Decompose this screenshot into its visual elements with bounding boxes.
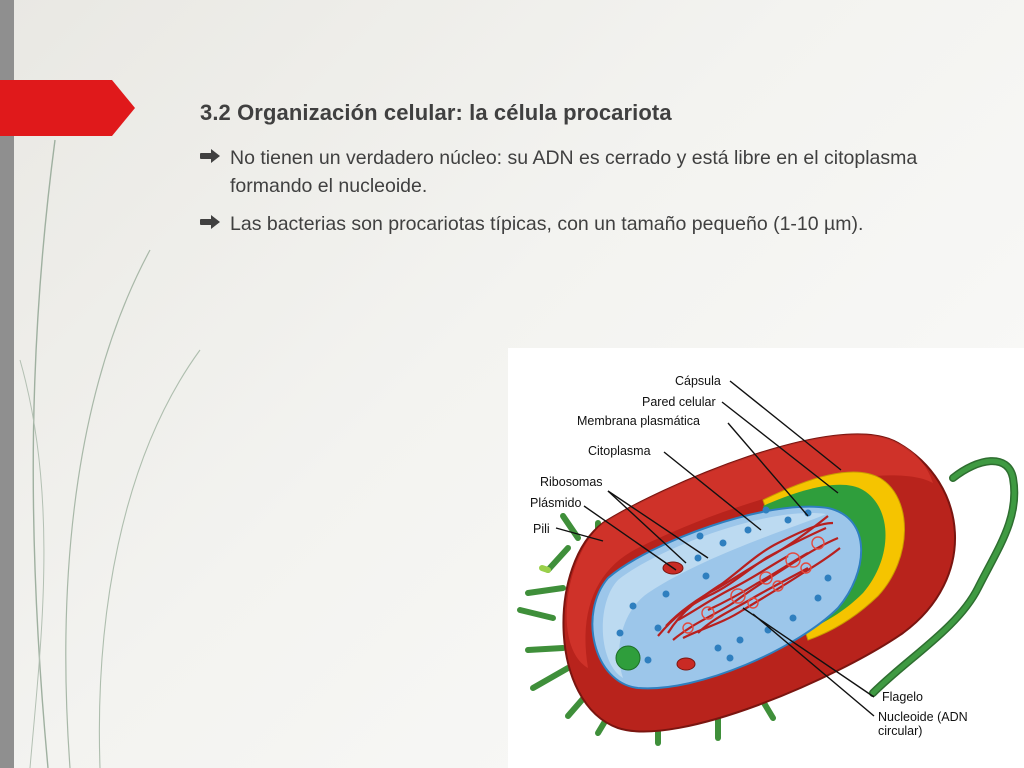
label-capsula: Cápsula: [675, 374, 721, 388]
label-pili: Pili: [533, 522, 550, 536]
bullet-text: Las bacterias son procariotas típicas, c…: [230, 213, 864, 235]
cytoplasm: [591, 505, 863, 690]
label-ribosomas: Ribosomas: [540, 475, 603, 489]
bullet-item: No tienen un verdadero núcleo: su ADN es…: [200, 144, 940, 200]
granule: [615, 645, 641, 671]
label-flagelo: Flagelo: [882, 690, 923, 704]
bullet-list: No tienen un verdadero núcleo: su ADN es…: [200, 144, 940, 248]
bullet-text: No tienen un verdadero núcleo: su ADN es…: [230, 147, 918, 197]
bullet-item: Las bacterias son procariotas típicas, c…: [200, 210, 940, 238]
title-accent-tab: [0, 80, 135, 136]
label-membrana-plasmatica: Membrana plasmática: [577, 414, 700, 428]
leader-lines: [555, 380, 875, 717]
label-nucleoide: Nucleoide (ADN: [878, 710, 968, 724]
label-nucleoide-line2: circular): [878, 724, 923, 738]
nucleoid-dna: [657, 515, 841, 641]
arrow-right-icon: [200, 215, 220, 229]
slide-title: 3.2 Organización celular: la célula proc…: [200, 100, 672, 125]
left-accent-bar: [0, 0, 14, 768]
prokaryotic-cell-diagram: Cápsula Pared celular Membrana plasmátic…: [508, 348, 1024, 768]
label-pared-celular: Pared celular: [642, 395, 716, 409]
ribosomes: [616, 506, 832, 664]
arrow-right-icon: [200, 149, 220, 163]
label-citoplasma: Citoplasma: [588, 444, 651, 458]
label-plasmido: Plásmido: [530, 496, 582, 510]
decorative-curves: [19, 139, 201, 768]
nucleoid-loops: [682, 536, 825, 634]
bacterium-illustration: [517, 380, 1019, 746]
